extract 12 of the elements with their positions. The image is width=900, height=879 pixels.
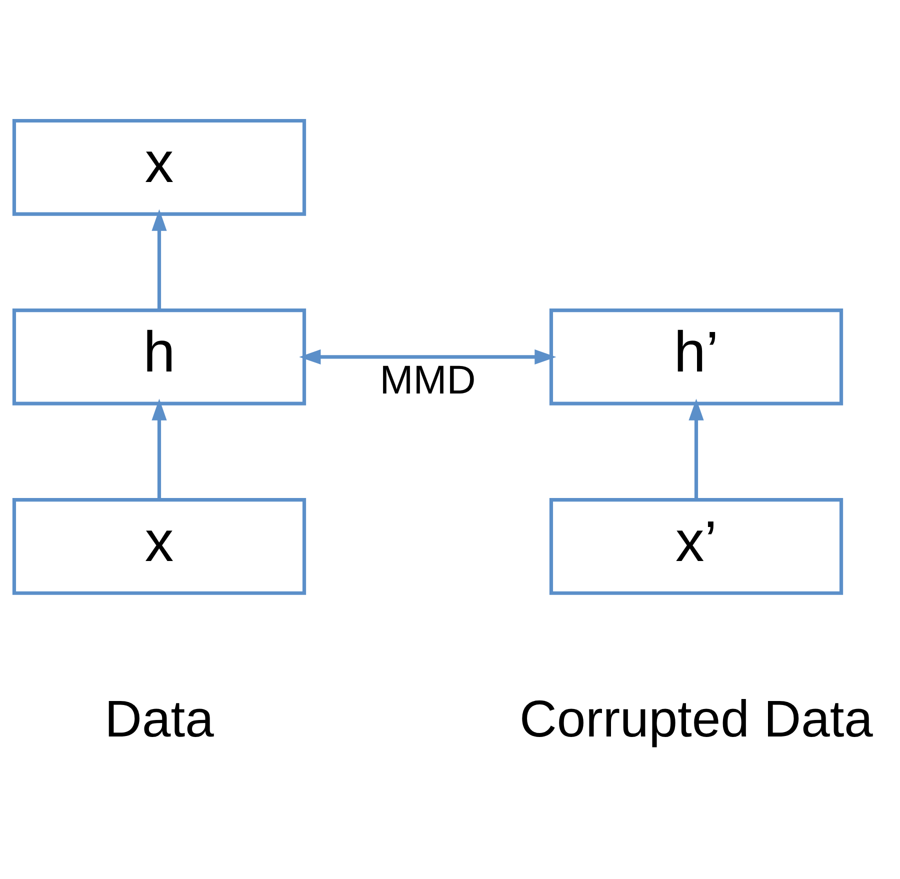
arrow	[299, 349, 556, 364]
node-box: h	[12, 308, 306, 406]
node-box: h’	[549, 308, 844, 406]
arrow	[152, 398, 167, 500]
arrow	[688, 398, 704, 500]
edge-label: MMD	[380, 357, 476, 402]
node-box: x	[12, 118, 306, 216]
label: Data	[104, 689, 214, 748]
node-box: x	[12, 498, 306, 595]
arrow	[152, 209, 167, 310]
label: Corrupted Data	[520, 689, 873, 748]
node-box: x’	[549, 498, 844, 595]
